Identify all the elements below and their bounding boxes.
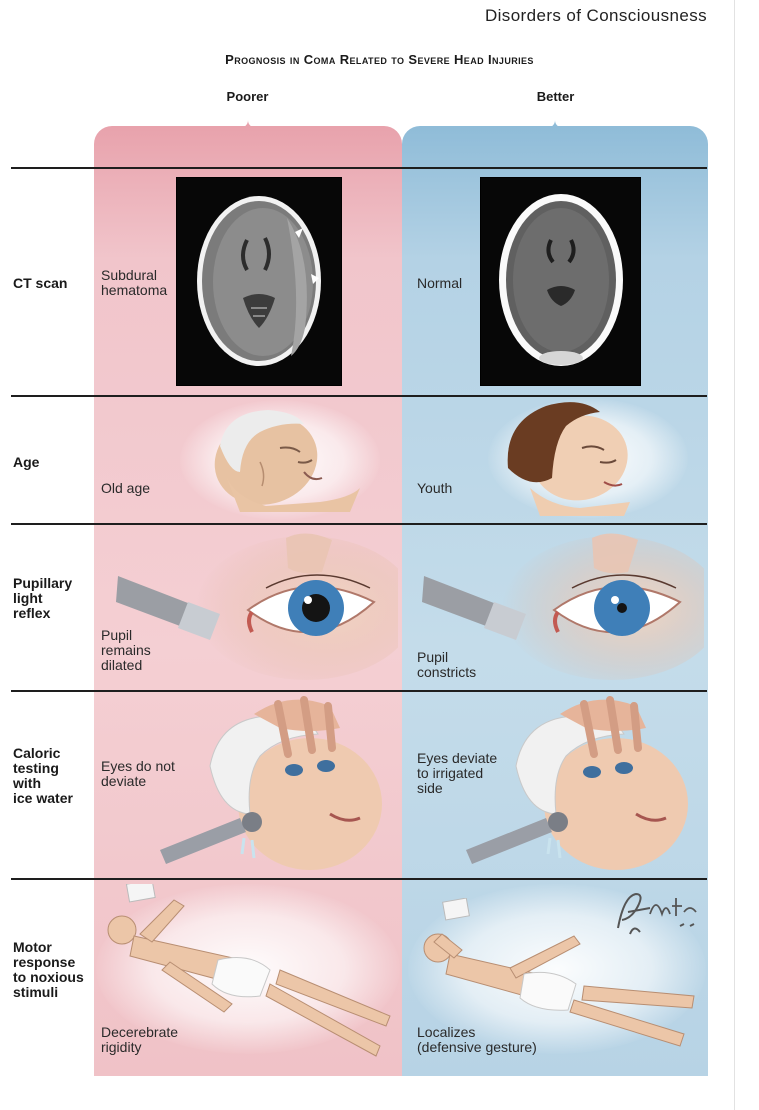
row-rule-2	[11, 395, 707, 397]
row-rule-5	[11, 878, 707, 880]
page-edge-rule	[734, 0, 735, 1110]
row-label-caloric-testing: Caloric testing with ice water	[13, 745, 73, 806]
poorer-bracket-tip	[241, 108, 255, 128]
row-label-pupillary-reflex: Pupillary light reflex	[13, 575, 73, 621]
eye-illustration	[116, 533, 398, 680]
pupil-better-caption: Pupil constricts	[417, 649, 477, 680]
ct-scan-subdural-hematoma	[176, 177, 342, 386]
ct-scan-normal	[480, 177, 641, 386]
better-bracket-tip	[548, 108, 562, 128]
caloric-better-caption: Eyes deviate to irrigated side	[417, 750, 498, 796]
row-rule-1	[11, 167, 707, 169]
figure-title: Prognosis in Coma Related to Severe Head…	[225, 52, 534, 67]
age-better-caption: Youth	[417, 480, 453, 496]
motor-poorer-caption: Decerebrate rigidity	[101, 1024, 179, 1055]
row-rule-4	[11, 690, 707, 692]
ct-scan-image	[499, 194, 623, 366]
ct-scan-image	[197, 196, 321, 366]
body-illustration	[423, 898, 695, 1047]
head-illustration	[507, 402, 630, 516]
caloric-test-illustration	[160, 696, 382, 870]
eye-illustration	[422, 533, 704, 680]
ct-poorer-caption: Subdural hematoma	[101, 267, 168, 298]
running-head: Disorders of Consciousness	[484, 6, 707, 25]
row-rule-3	[11, 523, 707, 525]
caloric-test-illustration	[466, 696, 688, 870]
pupil-poorer-caption: Pupil remains dilated	[101, 627, 151, 673]
column-header-poorer: Poorer	[226, 89, 269, 104]
caloric-poorer-caption: Eyes do not deviate	[101, 758, 175, 789]
column-header-better: Better	[536, 89, 575, 104]
row-label-ct-scan: CT scan	[13, 275, 68, 291]
row-label-age: Age	[13, 454, 40, 470]
ct-better-caption: Normal	[417, 275, 463, 291]
row-label-motor-response: Motor response to noxious stimuli	[13, 939, 84, 1000]
motor-better-caption: Localizes (defensive gesture)	[417, 1024, 537, 1055]
signature-mark	[617, 892, 697, 935]
head-illustration	[214, 410, 360, 512]
body-illustration	[107, 884, 391, 1057]
age-poorer-caption: Old age	[101, 480, 151, 496]
